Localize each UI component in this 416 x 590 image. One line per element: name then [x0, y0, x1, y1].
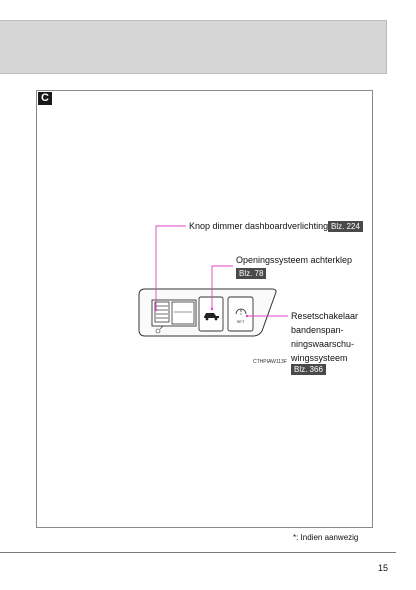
tpms-callout-line-2: bandenspan- — [291, 325, 344, 335]
tpms-callout-line-4: wingssysteem — [291, 353, 348, 363]
set-label: SET — [237, 319, 245, 324]
trunk-leader — [211, 265, 233, 309]
trunk-page-ref[interactable]: Blz. 78 — [236, 268, 267, 279]
page-number: 15 — [378, 563, 389, 573]
tpms-callout-line-1: Resetschakelaar — [291, 311, 359, 321]
dimmer-callout-label: Knop dimmer dashboardverlichting — [189, 221, 329, 231]
illustration-code: CTHPIAW113F — [253, 359, 287, 365]
dimmer-leader — [155, 225, 186, 310]
section-letter: C — [38, 92, 52, 105]
footer-rule — [0, 552, 396, 553]
leader-lines — [154, 225, 288, 318]
illustration-frame — [36, 90, 373, 528]
trunk-callout-label: Openingssysteem achterklep — [236, 255, 353, 265]
dimmer-button — [171, 301, 195, 325]
tpms-callout-line-3: ningswaarschu- — [291, 339, 355, 349]
tpms-icon — [235, 308, 247, 315]
dimmer-page-ref[interactable]: Blz. 224 — [328, 221, 363, 232]
footnote: *: Indien aanwezig — [293, 533, 359, 542]
tpms-page-ref[interactable]: Blz. 366 — [291, 364, 326, 375]
dimmer-icon — [155, 325, 164, 334]
header-band — [0, 20, 387, 74]
dimmer-wheel — [154, 301, 170, 323]
car-trunk-icon — [204, 313, 219, 321]
